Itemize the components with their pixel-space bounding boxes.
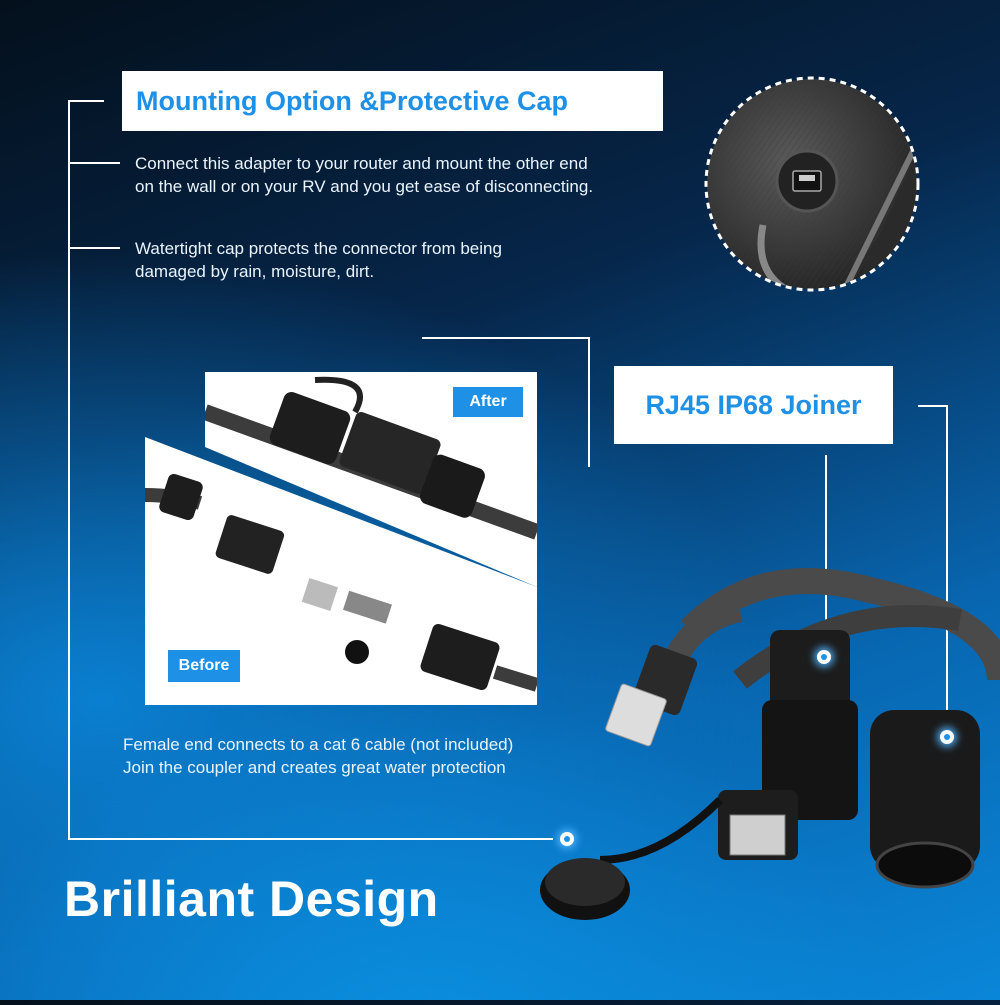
callout-line bbox=[68, 100, 104, 102]
after-badge: After bbox=[453, 387, 523, 417]
section-title-text: Mounting Option &Protective Cap bbox=[136, 85, 568, 116]
callout-dot bbox=[940, 730, 954, 744]
before-badge: Before bbox=[168, 650, 240, 682]
female-end-description: Female end connects to a cat 6 cable (no… bbox=[123, 733, 583, 779]
connector-product-image bbox=[540, 560, 1000, 1000]
after-photo bbox=[202, 372, 540, 587]
female-end-line-1: Female end connects to a cat 6 cable (no… bbox=[123, 735, 514, 754]
headline: Brilliant Design bbox=[64, 871, 439, 927]
callout-line bbox=[68, 247, 120, 249]
callout-line bbox=[946, 405, 948, 730]
callout-dot bbox=[560, 832, 574, 846]
product-name-label: RJ45 IP68 Joiner bbox=[614, 366, 893, 444]
product-name-text: RJ45 IP68 Joiner bbox=[645, 389, 862, 420]
callout-line bbox=[68, 100, 70, 840]
section-title: Mounting Option &Protective Cap bbox=[122, 71, 663, 131]
callout-line bbox=[918, 405, 948, 407]
wall-mount-photo bbox=[703, 75, 921, 293]
female-end-line-2: Join the coupler and creates great water… bbox=[123, 758, 506, 777]
callout-line bbox=[422, 337, 590, 339]
callout-line bbox=[68, 162, 120, 164]
callout-dot bbox=[817, 650, 831, 664]
callout-line bbox=[588, 337, 590, 467]
callout-line bbox=[68, 838, 553, 840]
callout-line bbox=[825, 455, 827, 655]
cap-description: Watertight cap protects the connector fr… bbox=[135, 239, 502, 281]
before-photo bbox=[144, 437, 540, 705]
mount-description: Connect this adapter to your router and … bbox=[135, 154, 594, 196]
